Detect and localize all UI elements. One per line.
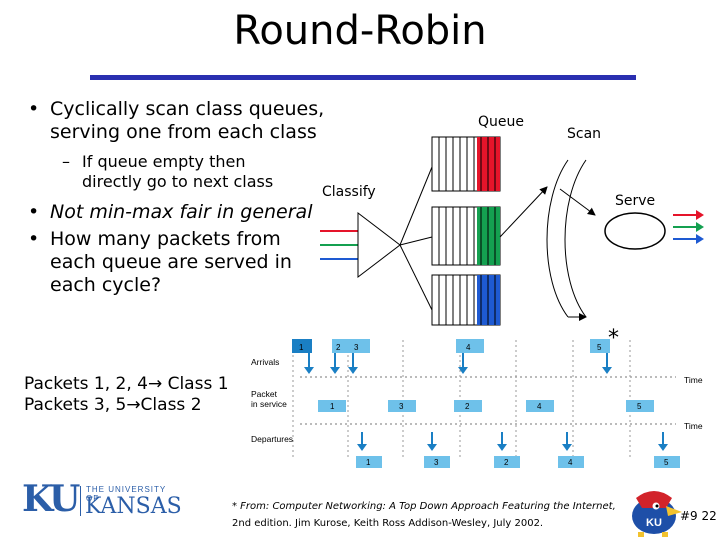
packet-in-service-line1: Packet: [251, 389, 278, 399]
departure-num: 4: [568, 458, 573, 467]
ku-monogram: KU: [22, 478, 80, 520]
serve-label: Serve: [615, 193, 656, 209]
timeline-diagram: 1 2 3 4 5 1 3 2 4 5 1 3 2 4 5 Arrivals P…: [251, 339, 703, 468]
packet-in-service-line2: in service: [251, 399, 287, 409]
round-robin-diagram: [320, 136, 704, 326]
server-circle: [604, 212, 666, 250]
sub-dash: –: [62, 152, 70, 171]
queue-label: Queue: [478, 114, 524, 130]
title-underline: [90, 75, 636, 80]
bullet-1-line2: serving one from each class: [50, 121, 317, 143]
queue-blue: [431, 274, 501, 326]
bullet-3: • How many packets from each queue are s…: [28, 228, 292, 297]
bullet-2-text: Not min-max fair in general: [50, 201, 313, 223]
fanout-line: [399, 244, 433, 311]
bullet-1: • Cyclically scan class queues, serving …: [28, 98, 325, 144]
departure-arrows: [357, 432, 668, 451]
ku-logo: KU THE UNIVERSITY OF KANSAS: [22, 478, 182, 520]
bullet-dot: •: [28, 98, 40, 120]
output-arrows: [673, 210, 704, 244]
mascot-text: KU: [646, 517, 662, 529]
arrival-num: 1: [299, 343, 304, 352]
footnote-line1: * From: Computer Networking: A Top Down …: [232, 501, 616, 512]
serve-arrow: [559, 188, 596, 216]
bullet-dot: •: [28, 228, 40, 250]
logo-divider: [80, 486, 81, 516]
fanout-line: [399, 236, 433, 246]
arrival-packets: [292, 339, 610, 353]
scan-pointer: [499, 186, 548, 238]
classifier-triangle: [357, 211, 401, 279]
bullet-3-line3: each cycle?: [50, 274, 162, 296]
time-label: Time: [684, 421, 703, 431]
bullet-1-line1: Cyclically scan class queues,: [50, 98, 325, 120]
sub-bullet: – If queue empty then directly go to nex…: [62, 152, 274, 192]
departure-num: 2: [504, 458, 509, 467]
bullet-3-line1: How many packets from: [50, 228, 281, 250]
fanout-line: [399, 166, 433, 246]
classify-label: Classify: [322, 184, 376, 200]
service-num: 1: [330, 402, 335, 411]
service-packets: [318, 400, 654, 412]
bullet-3-line2: each queue are served in: [50, 251, 292, 273]
time-label: Time: [684, 375, 703, 385]
arrival-num: 4: [466, 343, 471, 352]
sub-line2: directly go to next class: [82, 172, 274, 191]
slide-number: #9 22: [680, 509, 717, 523]
scan-arc: [564, 159, 587, 318]
departures-label: Departures: [251, 434, 293, 444]
departure-num: 3: [434, 458, 439, 467]
departure-num: 5: [664, 458, 669, 467]
service-num: 2: [465, 402, 470, 411]
jayhawk-mascot: KU: [632, 491, 682, 537]
service-num: 5: [637, 402, 642, 411]
time-slot-lines: [292, 340, 631, 458]
footnote-line2: 2nd edition. Jim Kurose, Keith Ross Addi…: [232, 518, 544, 529]
citation-footnote: * From: Computer Networking: A Top Down …: [232, 500, 616, 530]
queue-red: [431, 136, 501, 192]
arrivals-label: Arrivals: [251, 357, 279, 367]
arrival-num: 2: [336, 343, 341, 352]
departure-num: 1: [366, 458, 371, 467]
service-num: 4: [537, 402, 542, 411]
slide-title: Round-Robin: [233, 8, 487, 54]
scan-label: Scan: [567, 126, 602, 142]
arrival-num: 3: [354, 343, 359, 352]
logo-line2: KANSAS: [85, 494, 182, 519]
packet-class-caption: Packets 1, 2, 4→ Class 1 Packets 3, 5→Cl…: [24, 374, 229, 416]
departure-packets: [356, 456, 680, 468]
asterisk-mark: *: [608, 326, 619, 351]
bullet-2: • Not min-max fair in general: [28, 201, 313, 224]
arrival-num: 5: [597, 343, 602, 352]
bullet-dot: •: [28, 201, 40, 223]
service-num: 3: [399, 402, 404, 411]
arrival-arrows: [304, 353, 612, 374]
logo-line1: THE UNIVERSITY OF: [86, 485, 167, 503]
queue-green: [431, 206, 501, 266]
caption-line2: Packets 3, 5→Class 2: [24, 395, 202, 415]
caption-line1: Packets 1, 2, 4→ Class 1: [24, 374, 229, 394]
sub-line1: If queue empty then: [82, 152, 246, 171]
scan-arc: [546, 159, 569, 318]
